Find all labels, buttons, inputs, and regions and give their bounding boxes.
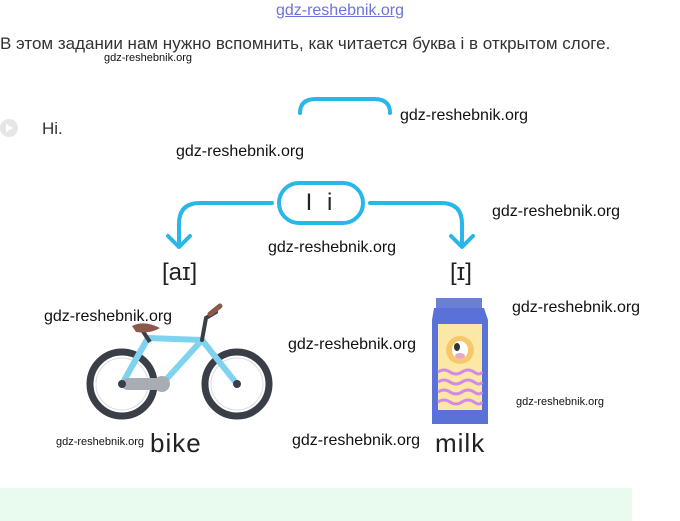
watermark: gdz-reshebnik.org (512, 299, 641, 316)
bicycle-icon (86, 303, 273, 420)
watermark: gdz-reshebnik.org (104, 52, 193, 64)
play-icon[interactable] (0, 119, 18, 137)
watermark: gdz-reshebnik.org (492, 203, 621, 220)
site-link[interactable]: gdz-reshebnik.org (275, 2, 405, 19)
bottom-panel (0, 488, 632, 521)
milk-carton-icon (432, 298, 488, 424)
watermark: gdz-reshebnik.org (516, 396, 605, 408)
word-milk: milk (435, 428, 486, 458)
watermark: gdz-reshebnik.org (268, 239, 397, 256)
sound-long: [aɪ] (162, 259, 198, 286)
watermark: gdz-reshebnik.org (288, 336, 417, 353)
word-bike: bike (150, 428, 202, 458)
watermark: gdz-reshebnik.org (400, 107, 529, 124)
watermark: gdz-reshebnik.org (292, 432, 421, 449)
watermark: gdz-reshebnik.org (44, 308, 173, 325)
watermark: gdz-reshebnik.org (56, 436, 145, 448)
sound-short: [ɪ] (450, 259, 472, 286)
left-arrow (177, 201, 274, 247)
letter-box: I i (277, 181, 365, 225)
right-arrow (368, 201, 464, 247)
task-intro: В этом задании нам нужно вспомнить, как … (0, 34, 611, 53)
top-arc (298, 97, 392, 115)
audio-word: Hi. (42, 119, 63, 138)
watermark: gdz-reshebnik.org (176, 143, 305, 160)
